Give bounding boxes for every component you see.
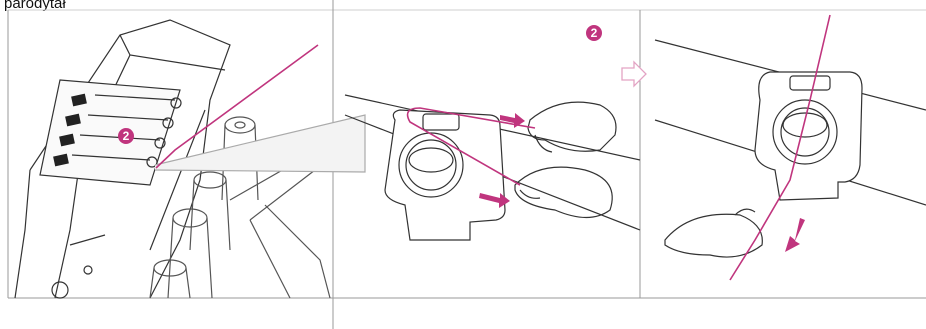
step-badge-panel-1: 2 <box>118 128 134 144</box>
next-step-arrow-icon <box>621 60 647 88</box>
thread-line-panel-3 <box>729 14 831 281</box>
step-badge-panel-2: 2 <box>586 25 602 41</box>
thread-line-panel-1 <box>155 44 319 169</box>
pull-direction-arrow-icon <box>785 218 805 252</box>
panel-serger-machine <box>14 19 366 299</box>
panel-thread-pulled <box>654 39 926 258</box>
thread-loop-panel-2 <box>406 107 536 186</box>
panel-thread-guide <box>344 94 641 241</box>
pull-arrows-panel-2 <box>479 113 525 208</box>
frame <box>7 0 926 329</box>
caption-text: parodytał <box>4 0 66 12</box>
